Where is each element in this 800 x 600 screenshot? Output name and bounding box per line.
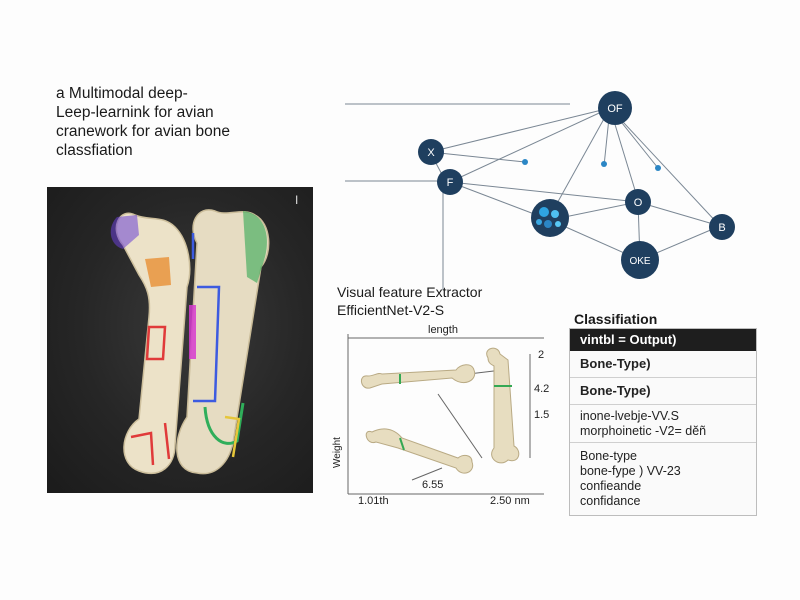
classification-row: Bone-Type) — [570, 351, 756, 378]
classification-panel: vintbl = Output) Bone-Type) Bone-Type) i… — [569, 328, 757, 516]
diagram-title: a Multimodal deep- Leep-learnink for avi… — [56, 84, 346, 160]
measurement-diagram: length 2 4.2 1.5 6.55 1.01th 2.50 nm Wei… — [332, 324, 549, 507]
node-label: OF — [607, 103, 623, 115]
node-of — [598, 91, 632, 125]
dimension-label: 2 — [538, 349, 544, 361]
title-line: classfiation — [56, 142, 133, 159]
node-b — [709, 214, 735, 240]
title-line: a Multimodal deep- — [56, 85, 188, 102]
highlight-blue — [191, 233, 221, 403]
node-label: B — [718, 222, 725, 234]
classification-header: vintbl = Output) — [570, 329, 756, 351]
feature-extractor-title: Visual feature Extractor — [337, 284, 483, 300]
bone-left — [115, 212, 191, 474]
bottom-left-label: 1.01th — [358, 495, 389, 507]
classification-row: Bone-type bone-fype ) VV-23 confieande c… — [570, 443, 756, 509]
bone-vertical — [486, 347, 520, 464]
bone-photo: I — [47, 187, 313, 493]
row-text: morphoinetic -V2= dĕñ — [580, 424, 707, 438]
highlight-orange — [145, 257, 171, 287]
highlight-yellow — [224, 415, 241, 458]
network-graph: OF X F O B OKE — [345, 91, 735, 290]
dimension-label: 1.5 — [534, 409, 549, 421]
bone-right — [176, 209, 270, 475]
title-line: cranework for avian bone — [56, 123, 231, 140]
bone-diagonal — [365, 428, 474, 474]
feature-extractor-model: EfficientNet-V2-S — [337, 302, 445, 318]
node-label: X — [427, 147, 435, 159]
row-text: Bone-Type) — [580, 383, 651, 398]
classification-row: inone-lvebje-VV.S morphoinetic -V2= dĕñ — [570, 405, 756, 443]
photo-marker: I — [295, 193, 299, 207]
classification-row: Bone-Type) — [570, 378, 756, 405]
bottom-right-label: 2.50 nm — [490, 495, 530, 507]
node-oke — [621, 241, 659, 279]
node-label: OKE — [629, 256, 650, 267]
highlight-magenta — [189, 305, 196, 359]
highlight-green — [243, 211, 267, 283]
network-edges — [345, 103, 721, 290]
node-label: O — [634, 197, 643, 209]
highlight-green-lower — [203, 402, 245, 445]
network-small-nodes — [522, 159, 661, 171]
node-o — [625, 189, 651, 215]
network-nodes — [418, 91, 735, 279]
row-text: Bone-Type) — [580, 356, 651, 371]
row-text: confieande — [580, 479, 642, 493]
node-f — [437, 169, 463, 195]
classification-title: Classifiation — [574, 311, 658, 327]
weight-label: Weight — [332, 437, 343, 468]
node-x — [418, 139, 444, 165]
highlight-red — [130, 325, 171, 466]
row-text: Bone-type — [580, 449, 637, 463]
row-text: confidance — [580, 494, 641, 508]
row-text: bone-fype ) VV-23 — [580, 464, 681, 478]
bone-illustration — [110, 209, 270, 475]
dimension-label: 4.2 — [534, 383, 549, 395]
title-line: Leep-learnink for avian — [56, 104, 214, 121]
inner-dimension-label: 6.55 — [422, 479, 443, 491]
length-label: length — [428, 324, 458, 336]
row-text: inone-lvebje-VV.S — [580, 409, 679, 423]
feature-cluster-node — [531, 199, 569, 237]
bone-horizontal — [361, 364, 476, 389]
node-label: F — [447, 177, 454, 189]
highlight-purple — [110, 215, 139, 249]
